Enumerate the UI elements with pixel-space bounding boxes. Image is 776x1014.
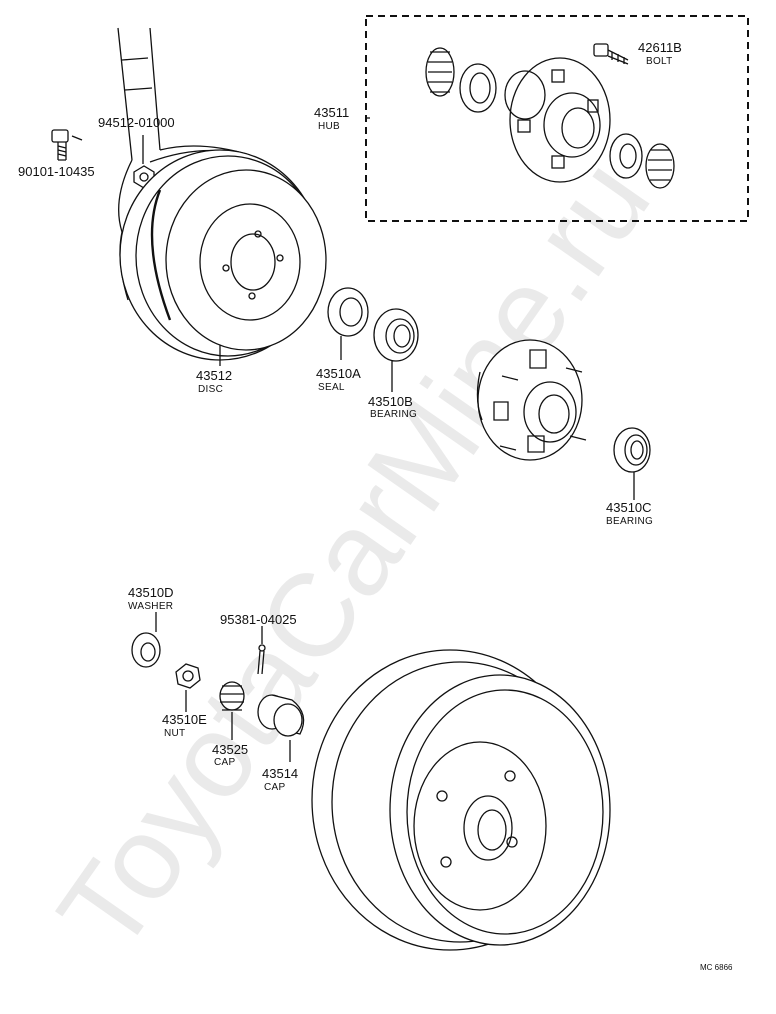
label-43525: 43525 — [212, 742, 248, 757]
label-90101-10435: 90101-10435 — [18, 164, 95, 179]
label-43510d: 43510D — [128, 585, 174, 600]
label-43510e: 43510E — [162, 712, 207, 727]
bolt-90101-drawing — [51, 129, 83, 161]
bearing-43510c-drawing — [613, 427, 651, 500]
hub-assembly-drawing — [366, 43, 675, 189]
label-43510b: 43510B — [368, 394, 413, 409]
diagram-code: MC 6866 — [700, 963, 733, 972]
label-94512-01000: 94512-01000 — [98, 115, 175, 130]
label-43510a-name: SEAL — [318, 382, 345, 393]
wheel-drawing — [311, 649, 611, 951]
label-42611b: 42611B — [638, 40, 682, 55]
nut-43510e-drawing — [175, 663, 201, 712]
label-43510d-name: WASHER — [128, 601, 173, 612]
cap-43525-drawing — [219, 681, 245, 740]
hub-drawing — [476, 339, 587, 461]
label-43512-name: DISC — [198, 384, 223, 395]
label-43510c-name: BEARING — [606, 516, 653, 527]
label-43512: 43512 — [196, 368, 232, 383]
brake-disc-drawing — [119, 149, 327, 366]
label-43510e-name: NUT — [164, 728, 185, 739]
washer-drawing — [131, 612, 161, 668]
label-43510a: 43510A — [316, 366, 361, 381]
label-43525-name: CAP — [214, 757, 235, 768]
label-43511: 43511 — [314, 105, 349, 120]
label-43510c: 43510C — [606, 500, 652, 515]
label-43514: 43514 — [262, 766, 298, 781]
cotter-pin-drawing — [257, 626, 266, 675]
label-42611b-name: BOLT — [646, 56, 673, 67]
label-95381-04025: 95381-04025 — [220, 612, 297, 627]
cap-43514-drawing — [257, 694, 305, 762]
label-43510b-name: BEARING — [370, 409, 417, 420]
label-43514-name: CAP — [264, 782, 285, 793]
seal-drawing — [327, 287, 369, 360]
bearing-43510b-drawing — [373, 308, 419, 392]
label-43511-name: HUB — [318, 121, 340, 132]
